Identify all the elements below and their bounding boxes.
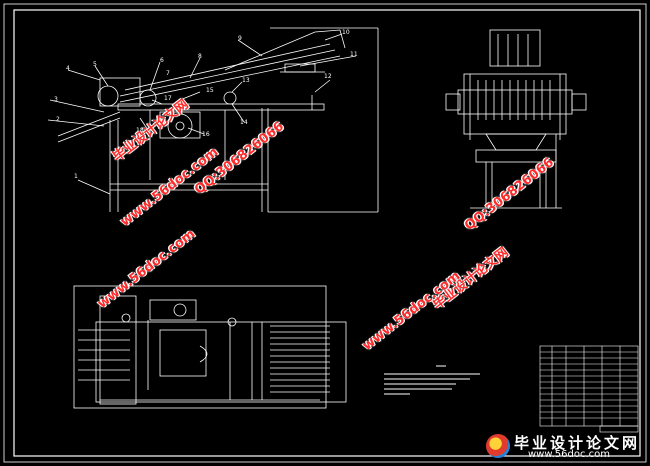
part-label: 18 [136, 127, 144, 134]
title-block [539, 345, 639, 433]
technical-notes [384, 365, 480, 395]
part-label: 17 [164, 95, 172, 102]
part-label: 4 [66, 65, 70, 72]
top-plan-view [73, 285, 347, 409]
part-number-labels: 1 2 3 4 5 6 7 8 9 10 11 12 13 14 15 16 1… [54, 29, 358, 180]
part-label: 6 [160, 57, 164, 64]
part-label: 12 [324, 73, 332, 80]
part-label: 15 [206, 87, 214, 94]
part-label: 11 [350, 51, 358, 58]
part-label: 16 [202, 131, 210, 138]
logo-mark-icon [486, 434, 510, 458]
logo-brand-text: 毕业设计论文网 [514, 434, 641, 452]
front-elevation-view [47, 27, 379, 213]
part-label: 9 [238, 35, 242, 42]
part-label: 5 [93, 61, 97, 68]
part-label: 10 [342, 29, 350, 36]
part-label: 1 [74, 173, 78, 180]
part-label: 7 [166, 70, 170, 77]
part-label: 3 [54, 96, 58, 103]
sheet-inner-border [13, 9, 641, 457]
sheet-outer-border [3, 3, 647, 463]
part-label: 8 [198, 53, 202, 60]
site-logo: 毕业设计论文网 www.56doc.com [484, 432, 642, 462]
part-label: 14 [240, 119, 248, 126]
side-elevation-view [445, 29, 587, 209]
part-label: 2 [56, 116, 60, 123]
logo-site-text: www.56doc.com [528, 449, 611, 460]
part-label: 13 [242, 77, 250, 84]
